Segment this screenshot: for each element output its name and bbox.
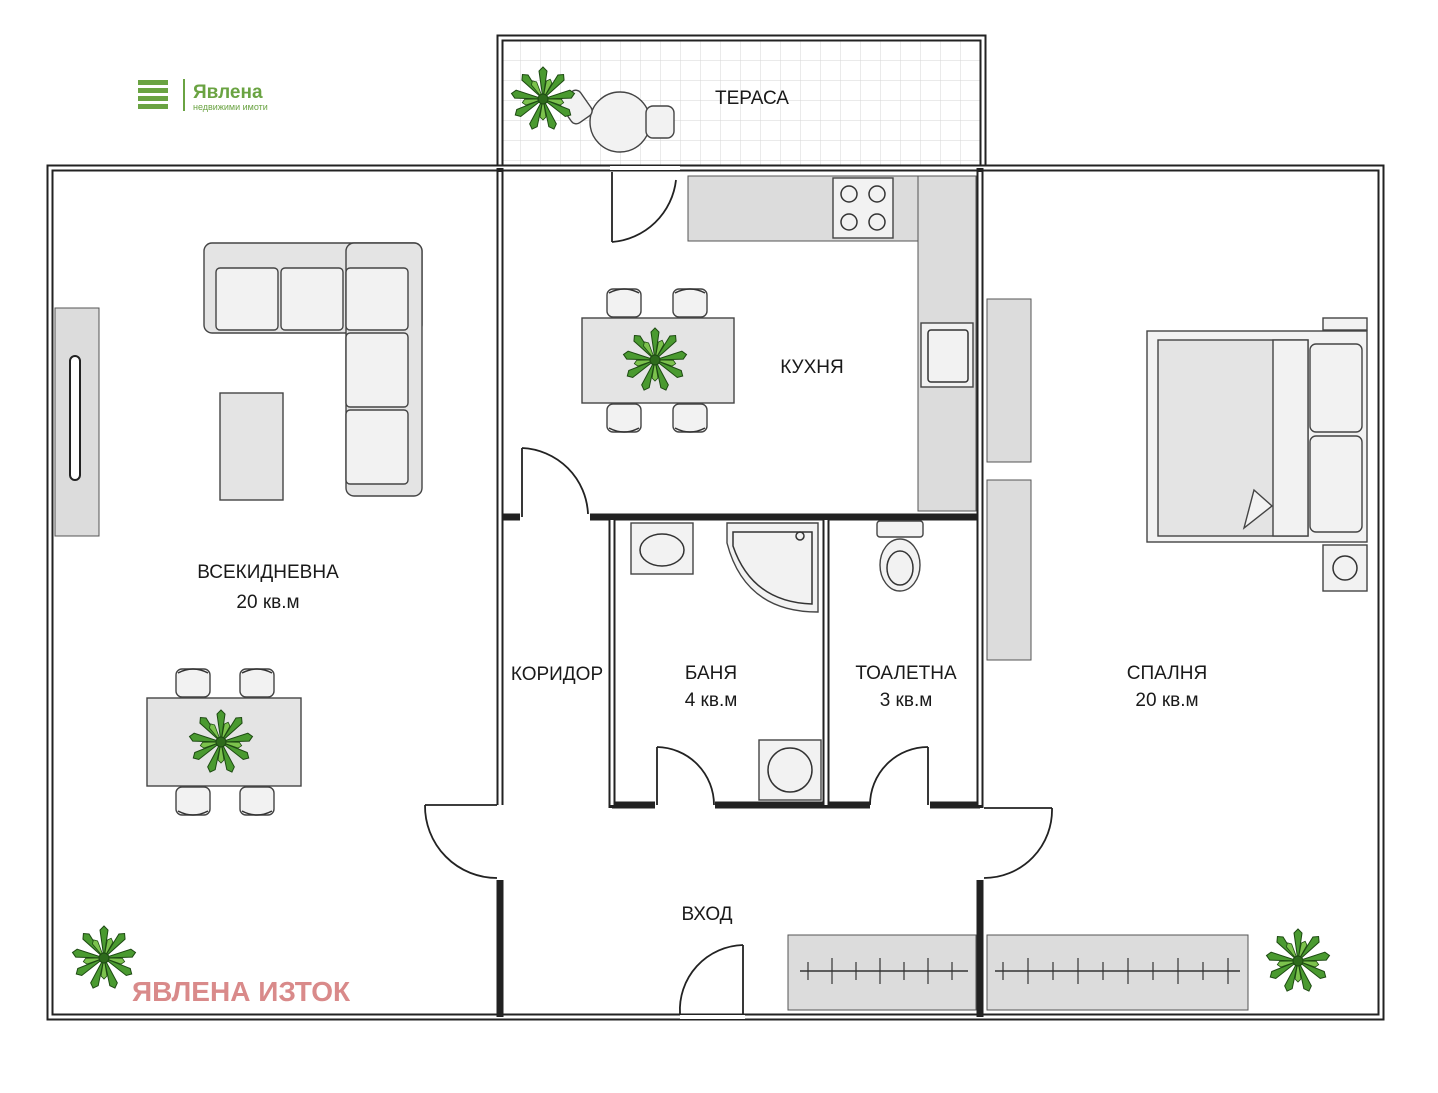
terrace	[496, 34, 987, 172]
kitchen-counter	[687, 175, 977, 512]
bedroom-area: 20 кв.м	[1135, 690, 1198, 711]
logo-mark-icon	[138, 80, 168, 109]
door-toilet	[869, 746, 929, 806]
watermark: ЯВЛЕНА ИЗТОК	[132, 976, 351, 1007]
bedroom: СПАЛНЯ 20 кв.м	[986, 298, 1368, 993]
tv-unit	[54, 307, 100, 537]
logo-name: Явлена	[193, 82, 263, 103]
dining-set-living	[146, 668, 302, 816]
wardrobe	[986, 298, 1032, 661]
shower-icon	[726, 522, 819, 613]
door-entrance	[679, 944, 744, 1015]
bathroom: БАНЯ 4 кв.м	[630, 522, 822, 801]
plant-icon	[71, 925, 137, 990]
door-bathroom	[656, 746, 715, 806]
door-terrace	[611, 172, 677, 243]
corridor-name: КОРИДОР	[511, 664, 603, 685]
bedroom-name: СПАЛНЯ	[1127, 663, 1207, 684]
bathroom-name: БАНЯ	[685, 663, 737, 684]
toilet: ТОАЛЕТНА 3 кв.м	[855, 520, 957, 711]
hob-icon	[832, 177, 894, 239]
bed-icon	[1146, 317, 1368, 592]
logo-divider	[183, 79, 185, 111]
interior-walls	[496, 166, 984, 1019]
shoe-cabinet	[787, 934, 1249, 1011]
logo-subtitle: недвижими имоти	[193, 102, 268, 112]
wall-highlights	[498, 172, 982, 805]
door-kitchen	[521, 447, 589, 517]
plant-icon	[1265, 928, 1331, 993]
living-room: ВСЕКИДНЕВНА 20 кв.м	[54, 242, 423, 990]
kitchen-sink	[920, 322, 974, 388]
doors	[424, 172, 1053, 1015]
toilet-area: 3 кв.м	[880, 690, 933, 711]
door-living	[424, 804, 498, 879]
dining-set-kitchen	[581, 288, 735, 433]
corner-sofa	[203, 242, 423, 497]
entrance: ВХОД	[681, 904, 1249, 1011]
bathroom-area: 4 кв.м	[685, 690, 738, 711]
toilet-icon	[876, 520, 924, 592]
washing-machine	[758, 739, 822, 801]
entrance-name: ВХОД	[681, 904, 732, 925]
door-bedroom	[983, 807, 1053, 879]
coffee-table	[219, 392, 284, 501]
toilet-name: ТОАЛЕТНА	[855, 663, 957, 684]
kitchen: КУХНЯ	[581, 175, 977, 512]
kitchen-name: КУХНЯ	[780, 357, 843, 378]
logo: Явлена недвижими имоти	[138, 79, 268, 112]
living-room-name: ВСЕКИДНЕВНА	[197, 562, 339, 583]
living-room-area: 20 кв.м	[236, 592, 299, 613]
terrace-name: ТЕРАСА	[715, 88, 789, 109]
nightstand	[1322, 544, 1368, 592]
